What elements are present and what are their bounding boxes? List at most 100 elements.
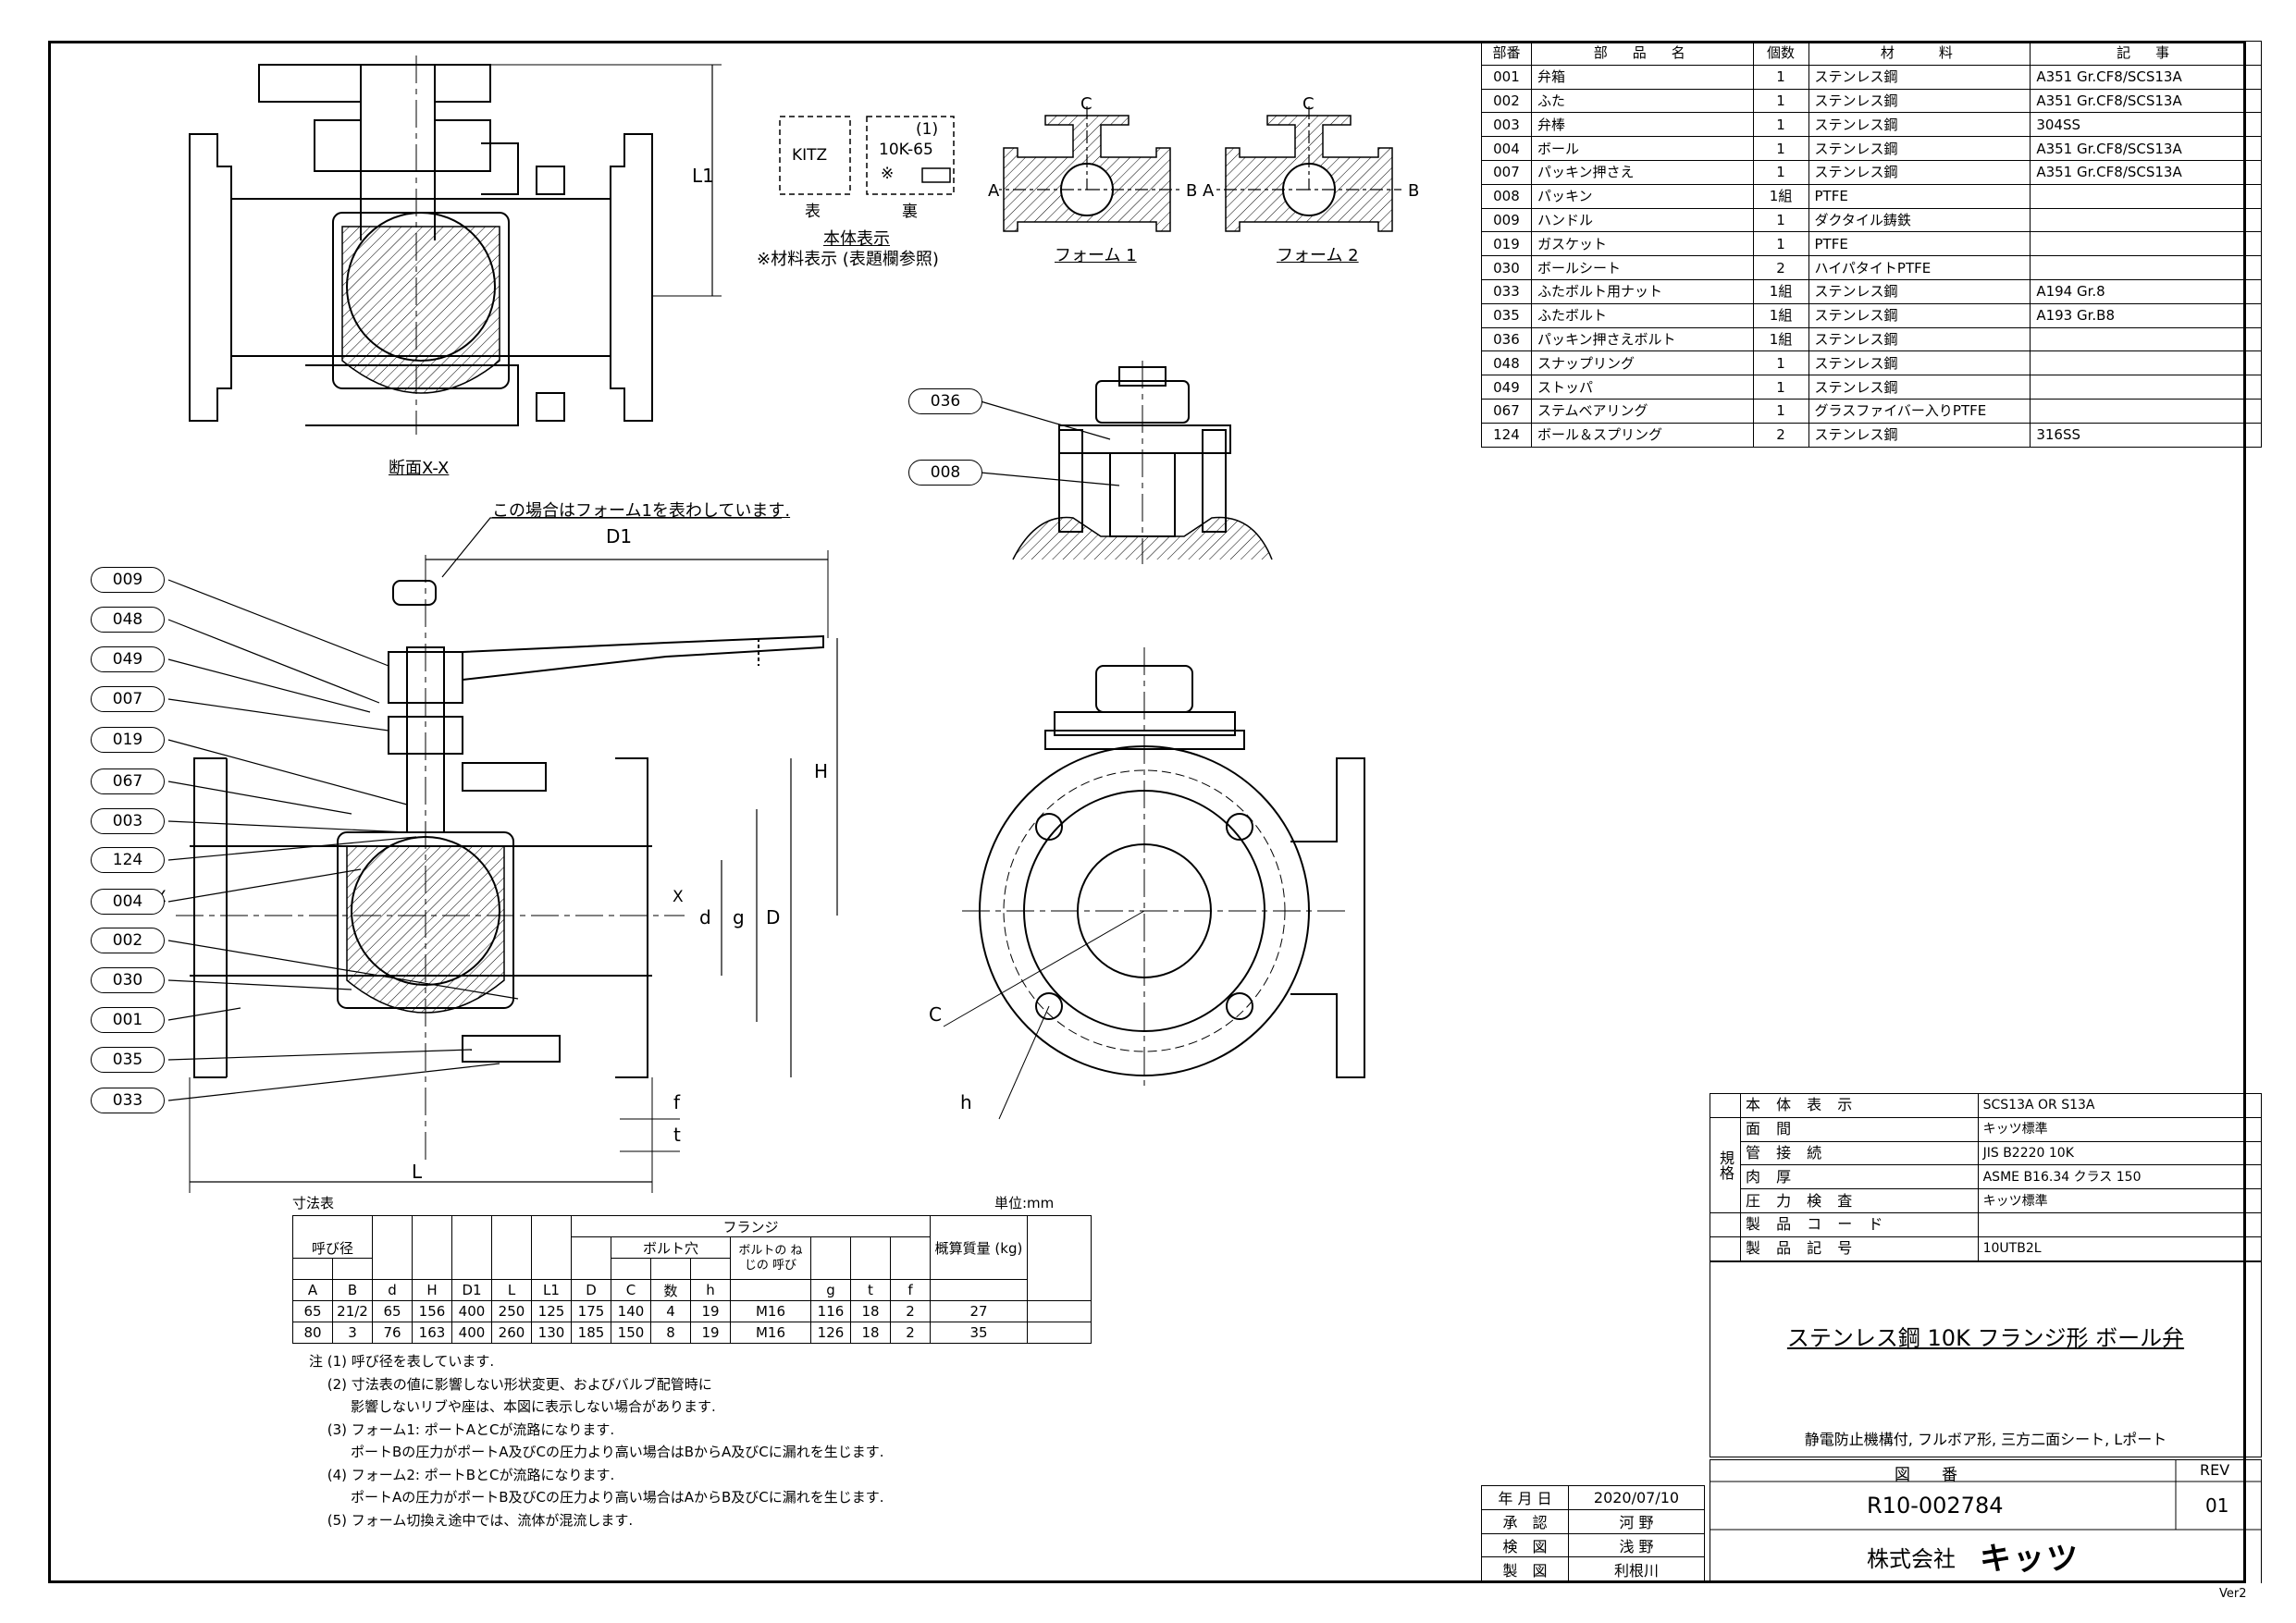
part-remarks	[2030, 326, 2262, 352]
drawing-subtitle: 静電防止機構付, フルボア形, 三方二面シート, Lポート	[1804, 1431, 2167, 1448]
part-remarks	[2030, 350, 2262, 376]
note-line: (5) フォーム切換え途中では、流体が混流します.	[309, 1511, 634, 1529]
part-material: ステンレス鋼	[1808, 278, 2031, 304]
part-qty: 1	[1752, 88, 1809, 114]
part-name: 弁棒	[1530, 112, 1754, 138]
marking-caption1: 本体表示	[823, 229, 890, 249]
part-qty: 2	[1752, 255, 1809, 280]
part-material: ステンレス鋼	[1808, 302, 2031, 328]
spec-key: 管 接 続	[1740, 1140, 1979, 1166]
dim-cell: 260	[491, 1322, 532, 1344]
part-material: ステンレス鋼	[1808, 326, 2031, 352]
approval-value: 浅 野	[1568, 1532, 1705, 1558]
col-part-no: 部番	[1481, 41, 1532, 66]
rev-label: REV	[2200, 1461, 2230, 1479]
dim-cell: 18	[850, 1300, 891, 1322]
part-remarks: A193 Gr.B8	[2030, 302, 2262, 328]
dim-c: C	[929, 1003, 942, 1026]
part-material: ステンレス鋼	[1808, 112, 2031, 138]
bubble-002: 002	[91, 928, 165, 953]
spec-value: 10UTB2L	[1977, 1236, 2263, 1261]
part-name: ハンドル	[1530, 207, 1754, 233]
note-line: ポートAの圧力がポートB及びCの圧力より高い場合はAからB及びCに漏れを生じます…	[309, 1489, 884, 1506]
dim-cell: M16	[730, 1300, 811, 1322]
dim-cell: 175	[571, 1300, 611, 1322]
part-name: ふた	[1530, 88, 1754, 114]
bubble-030: 030	[91, 967, 165, 993]
part-name: ストッパ	[1530, 375, 1754, 400]
part-remarks: A194 Gr.8	[2030, 278, 2262, 304]
marking-back-box	[866, 116, 955, 195]
dim-col-header: L	[491, 1279, 532, 1301]
dim-h-hole: h	[960, 1091, 972, 1113]
notes-block: 注 (1) 呼び径を表しています. (2) 寸法表の値に影響しない形状変更、およ…	[309, 1350, 884, 1531]
bubble-035: 035	[91, 1047, 165, 1073]
col-remarks: 記 事	[2030, 41, 2262, 66]
dim-col-header: A	[292, 1279, 333, 1301]
part-qty: 1	[1752, 350, 1809, 376]
part-material: グラスファイバー入りPTFE	[1808, 398, 2031, 424]
part-no: 004	[1481, 136, 1532, 161]
part-remarks: 304SS	[2030, 112, 2262, 138]
part-material: ステンレス鋼	[1808, 88, 2031, 114]
approval-value: 2020/07/10	[1568, 1485, 1705, 1510]
dim-cell: 4	[650, 1300, 691, 1322]
dim-cell: 185	[571, 1322, 611, 1344]
part-no: 036	[1481, 326, 1532, 352]
form1-port-b: B	[1186, 181, 1197, 201]
dim-cell: 80	[292, 1322, 333, 1344]
part-no: 067	[1481, 398, 1532, 424]
approval-key: 製 図	[1481, 1556, 1569, 1582]
section-mark-right: X	[673, 888, 684, 906]
part-remarks	[2030, 375, 2262, 400]
form1-port-c: C	[1080, 94, 1092, 114]
dim-col-header: D1	[451, 1279, 492, 1301]
bubble-001: 001	[91, 1007, 165, 1033]
bubble-003: 003	[91, 808, 165, 834]
part-material: ステンレス鋼	[1808, 136, 2031, 161]
part-no: 009	[1481, 207, 1532, 233]
drawing-frame	[48, 41, 2246, 1583]
part-no: 035	[1481, 302, 1532, 328]
note-line: (2) 寸法表の値に影響しない形状変更、およびバルブ配管時に	[309, 1375, 712, 1393]
dim-col-header: H	[412, 1279, 452, 1301]
part-name: スナップリング	[1530, 350, 1754, 376]
part-name: ボールシート	[1530, 255, 1754, 280]
dim-cell: 18	[850, 1322, 891, 1344]
part-qty: 1	[1752, 207, 1809, 233]
company-label: 株式会社	[1867, 1546, 1956, 1572]
company-logo: キッツ	[1980, 1541, 2080, 1578]
title-box: ステンレス鋼 10K フランジ形 ボール弁 静電防止機構付, フルボア形, 三方…	[1710, 1261, 2262, 1457]
dim-cell: 27	[930, 1300, 1028, 1322]
spec-value: JIS B2220 10K	[1977, 1140, 2263, 1166]
dim-d-small: d	[699, 906, 711, 928]
approval-row: 検 図浅 野	[1481, 1532, 1705, 1558]
dim-col-header: D	[571, 1279, 611, 1301]
bubble-007: 007	[91, 686, 165, 712]
dim-group-nominal: 呼び径	[292, 1215, 373, 1259]
part-material: ダクタイル鋳鉄	[1808, 207, 2031, 233]
approval-value: 利根川	[1568, 1556, 1705, 1582]
form1-diagram	[999, 106, 1179, 232]
front-elevation-view	[176, 517, 838, 1193]
part-no: 003	[1481, 112, 1532, 138]
dim-cell: 150	[611, 1322, 651, 1344]
part-qty: 1	[1752, 159, 1809, 185]
dim-cell: 21/2	[332, 1300, 373, 1322]
part-material: ステンレス鋼	[1808, 350, 2031, 376]
section-xx-view	[189, 55, 722, 435]
dim-group-flange: フランジ	[571, 1215, 931, 1237]
part-remarks	[2030, 398, 2262, 424]
form2-port-a: A	[1203, 181, 1215, 201]
part-material: ステンレス鋼	[1808, 64, 2031, 90]
